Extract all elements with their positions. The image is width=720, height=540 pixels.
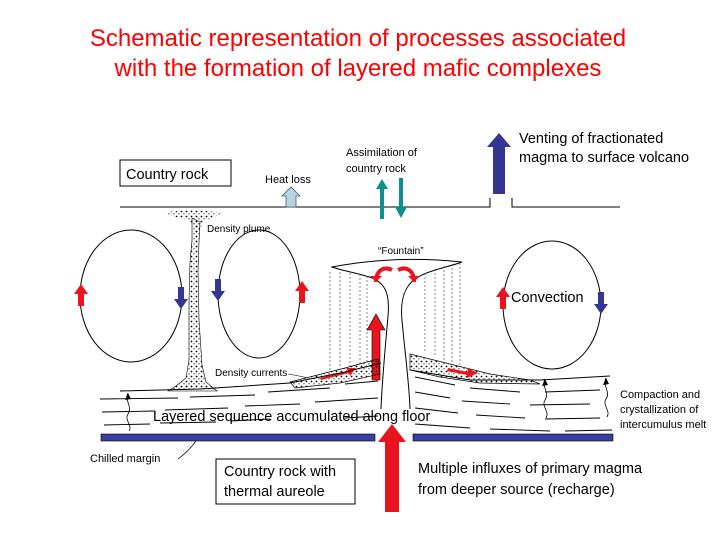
country-rock-aureole-box [215,458,356,505]
convection-down-arrow-icon [594,292,608,314]
country-rock-aureole-line-2: thermal aureole [224,484,325,500]
density-current-right [409,353,541,385]
chilled-margin-leader [177,440,197,460]
layering-lines [99,376,613,432]
fountain-fallout-lines [329,263,461,370]
title-line-2: with the formation of layered mafic comp… [114,55,602,82]
recharge-arrow-icon [378,424,406,512]
density-current-right-arrow-icon [447,368,478,378]
layered-sequence-label: Layered sequence accumulated along floor [153,409,430,425]
assimilation-label-line-2: country rock [346,163,406,175]
floor-boundary-right [409,369,611,381]
density-plume-label: Density plume [207,224,271,235]
compaction-label-line-1: Compaction and [620,389,700,401]
convection-down-arrow-icon [174,287,188,309]
chilled-margin-label: Chilled margin [90,453,160,465]
compaction-squiggle-head-icon [542,379,548,386]
chilled-margin-band-right [412,433,614,442]
floor-boundary-left [119,362,382,392]
fountain-label: “Fountain” [378,246,424,257]
compaction-label-line-3: intercumulus melt [620,419,706,431]
chamber-roof-right [511,198,620,208]
fountain-curve-arrowhead-right-icon [408,276,420,282]
venting-label-line-2: magma to surface volcano [519,150,689,166]
title-line-1: Schematic representation of processes as… [90,25,626,52]
venting-label-line-1: Venting of fractionated [519,131,663,147]
convection-up-arrow-icon [295,281,309,303]
chilled-margin-band-left [100,433,376,442]
convection-label: Convection [511,290,584,306]
chamber-roof-left [120,198,491,208]
compaction-squiggle-head-icon [125,393,131,400]
influxes-label-line-1: Multiple influxes of primary magma [418,461,643,477]
country-rock-label: Country rock [126,167,209,183]
convection-cell-1 [79,229,183,363]
assimilation-up-arrow-icon [376,179,388,219]
compaction-squiggle-head-icon [603,378,609,385]
heat-loss-arrow-icon [281,186,301,208]
assimilation-down-arrow-icon [395,178,407,218]
convection-up-arrow-icon [496,287,510,309]
convection-up-arrow-icon [74,284,88,306]
country-rock-aureole-line-1: Country rock with [224,464,336,480]
convection-down-arrow-icon [211,279,225,301]
compaction-label-line-2: crystallization of [620,404,699,416]
density-currents-leader [287,373,309,379]
assimilation-label-line-1: Assimilation of [346,147,418,159]
venting-arrow-icon [487,133,511,194]
density-current-left-arrow-icon [320,368,356,380]
fountain-outline [330,258,463,410]
convection-cell-2 [217,229,301,359]
density-currents-label: Density currents [215,368,287,379]
heat-loss-label: Heat loss [265,174,311,186]
density-plume-stem [166,217,218,392]
fountain-curve-arrowhead-left-icon [370,276,382,282]
influxes-label-line-2: from deeper source (recharge) [418,482,615,498]
country-rock-box [119,159,232,187]
